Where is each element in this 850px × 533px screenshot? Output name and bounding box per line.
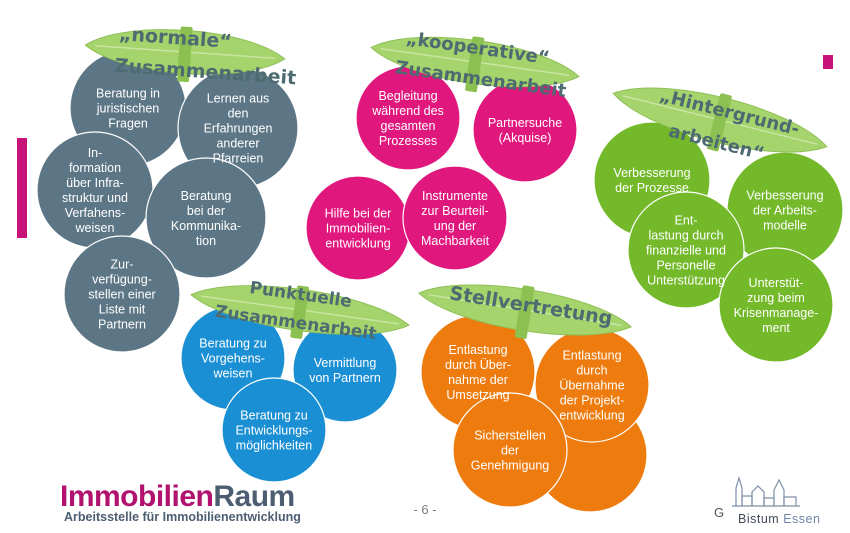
bubble-kooperative-3 xyxy=(402,165,508,271)
bistum-essen-logo: Bistum Essen xyxy=(738,512,820,526)
bistum-skyline-icon xyxy=(732,475,800,507)
bistum-word: Bistum xyxy=(738,512,780,526)
leaf-icon xyxy=(370,36,580,93)
bubble-stellvertretung-2 xyxy=(452,392,568,508)
leaf-icon xyxy=(84,26,286,83)
logo-raum: Raum xyxy=(213,480,295,513)
leaf-icon xyxy=(190,285,410,339)
bubble-hintergrund-2 xyxy=(627,191,745,309)
bubble-punktuelle-2 xyxy=(221,377,327,483)
bubble-text: Partnersuche(Akquise) xyxy=(488,116,562,145)
right-accent-square xyxy=(823,55,833,69)
essen-word: Essen xyxy=(783,512,821,526)
immobilienraum-logo: ImmobilienRaum xyxy=(60,480,295,514)
bubble-normale-4 xyxy=(63,235,181,353)
bubble-normale-3 xyxy=(145,157,267,279)
leaf-icon xyxy=(417,284,633,339)
leaf-icon xyxy=(612,87,828,153)
bistum-g: G xyxy=(714,505,725,520)
bubble-hintergrund-3 xyxy=(718,247,834,363)
page-number: - 6 - xyxy=(413,502,437,517)
logo-subtitle: Arbeitsstelle für Immobilienentwicklung xyxy=(64,510,301,524)
logo-immobilien: Immobilien xyxy=(60,480,214,513)
left-accent-bar xyxy=(17,138,27,238)
